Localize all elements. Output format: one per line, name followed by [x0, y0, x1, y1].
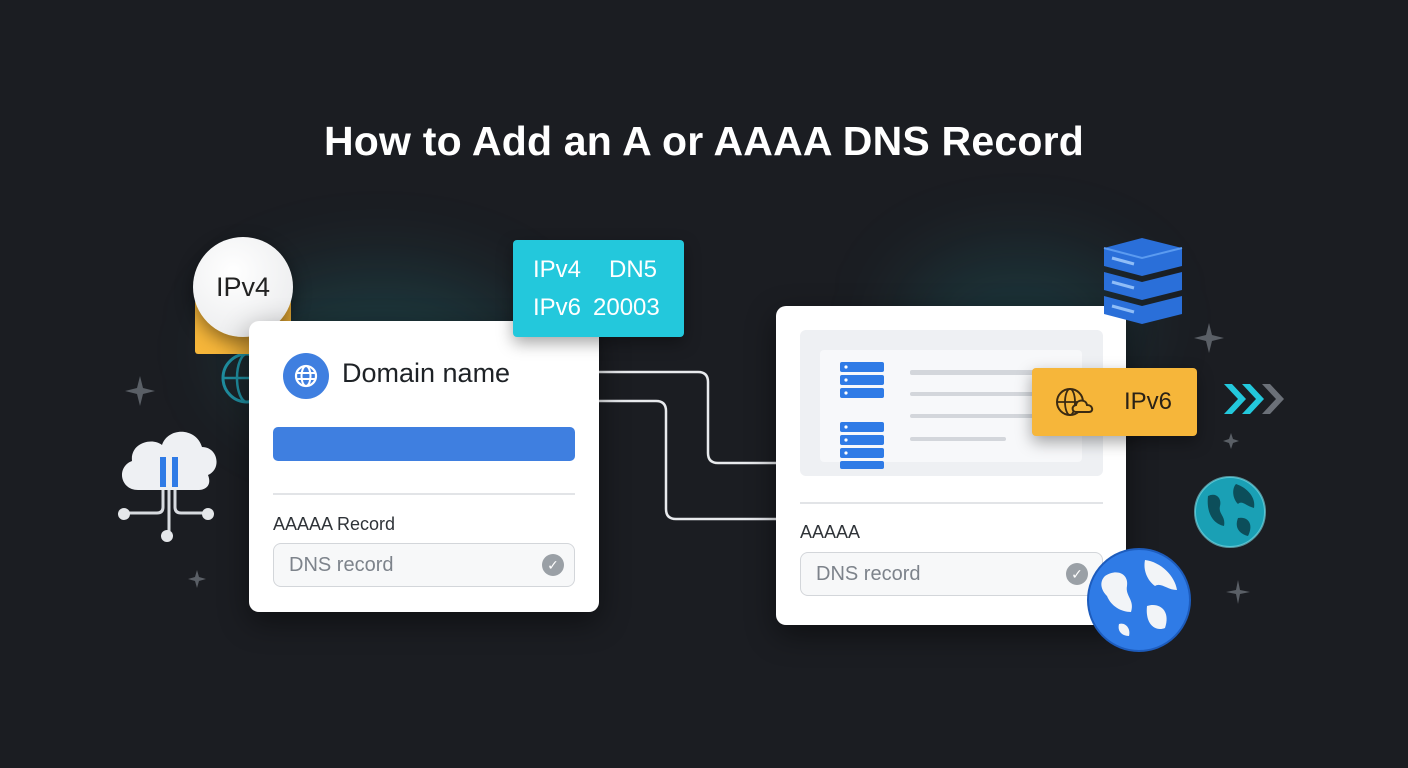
dns-record-field[interactable]: DNS record	[273, 543, 575, 587]
divider	[273, 493, 575, 495]
ipv6-tag: IPv6	[1032, 368, 1197, 436]
ip-info-tag: IPv4 DN5 IPv6 20003	[513, 240, 684, 337]
record-type-label: AAAAA Record	[273, 514, 396, 534]
left-card: Domain name AAAAA Record DNS record ✓	[249, 321, 599, 612]
divider	[800, 502, 1103, 504]
sparkle-icon	[1223, 433, 1239, 449]
sparkle-icon	[1194, 323, 1224, 353]
page-title: How to Add an A or AAAA DNS Record	[324, 118, 1084, 164]
ipv6-label: IPv6	[1124, 388, 1173, 415]
cloud-network-icon	[118, 431, 217, 542]
globe-icon	[283, 353, 329, 399]
text-line	[910, 414, 1060, 418]
domain-name-label: Domain name	[342, 358, 511, 388]
earth-globe-icon	[1087, 548, 1191, 652]
globe-icon	[1194, 476, 1266, 548]
text-line	[910, 370, 1060, 375]
check-icon: ✓	[542, 554, 564, 576]
dns-record-field-text: DNS record	[289, 553, 394, 576]
dns-record-field[interactable]: DNS record	[800, 552, 1103, 596]
text-line	[910, 392, 1060, 396]
sparkle-icon	[1226, 580, 1250, 604]
server-rack-icon	[840, 422, 884, 469]
check-icon: ✓	[1066, 563, 1088, 585]
chevron-arrows-icon	[1224, 384, 1284, 414]
server-stack-icon	[1103, 238, 1183, 324]
tag-row2-right: 20003	[593, 294, 660, 321]
domain-name-input[interactable]	[273, 427, 575, 461]
server-panel	[800, 330, 1103, 476]
text-line	[910, 437, 1006, 441]
cloud-globe-icon	[1056, 388, 1094, 416]
sparkle-icon	[188, 570, 206, 588]
ipv4-badge-label: IPv4	[215, 271, 271, 302]
sparkle-icon	[125, 376, 155, 406]
record-type-label: AAAAA	[800, 522, 861, 542]
tag-row1-left: IPv4	[533, 256, 582, 283]
ipv4-badge: IPv4	[193, 237, 293, 337]
tag-row1-right: DN5	[609, 256, 658, 283]
right-card: AAAAA DNS record ✓	[776, 306, 1126, 625]
dns-record-field-text: DNS record	[816, 562, 921, 585]
server-rack-icon	[840, 362, 884, 398]
tag-row2-left: IPv6	[533, 294, 582, 321]
